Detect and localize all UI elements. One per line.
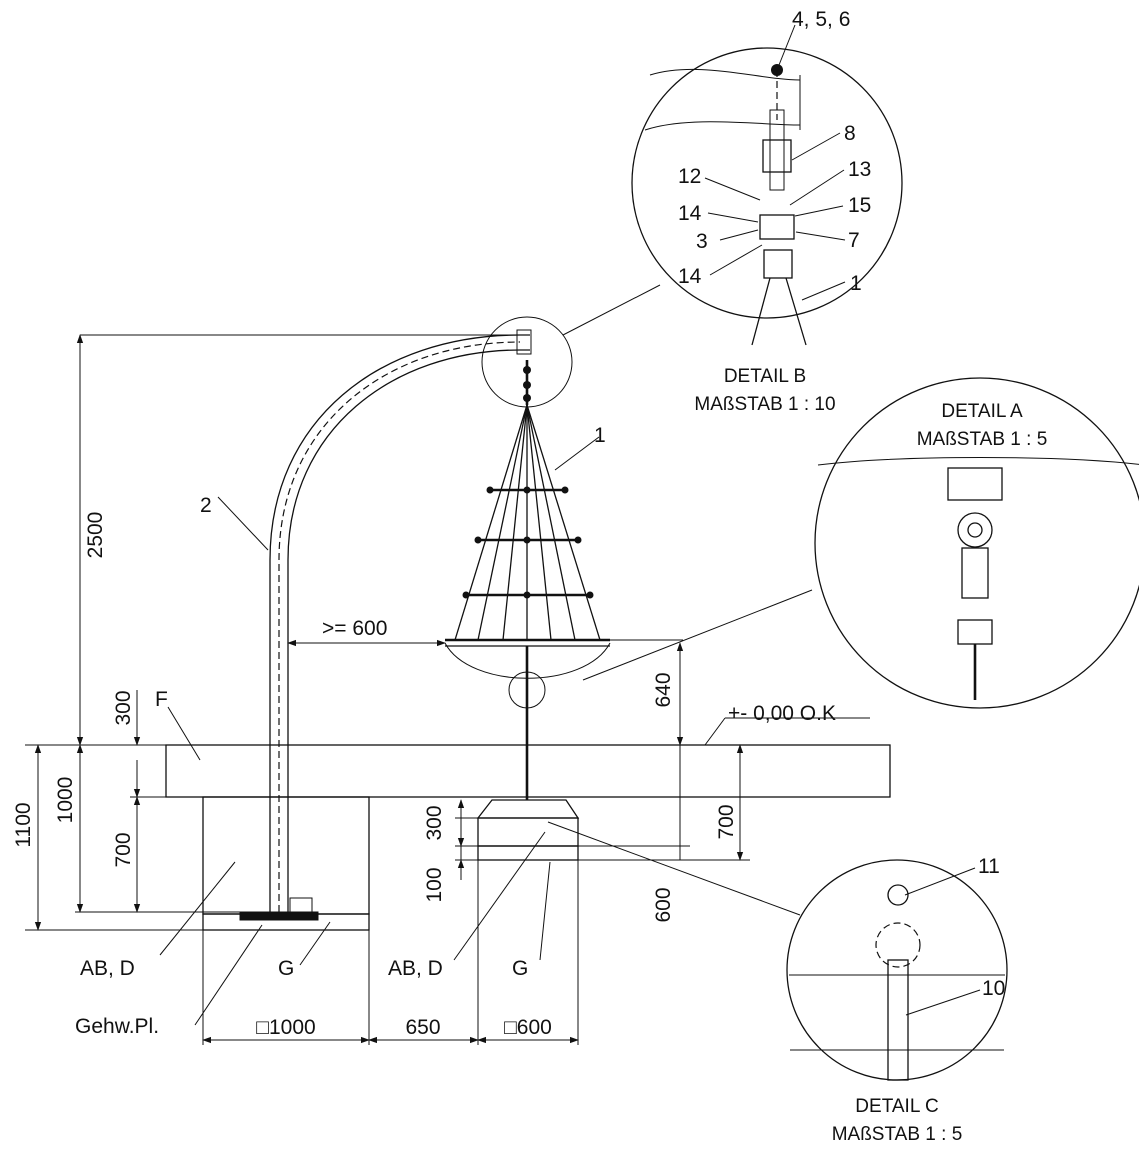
callout-13: 13: [848, 158, 871, 181]
right-foundation: [476, 799, 580, 861]
detail-b-view: [481, 47, 903, 408]
label-g-right: G: [512, 957, 528, 980]
callout-11: 11: [978, 855, 1000, 878]
callout-1: 1: [594, 424, 606, 447]
callout-2: 2: [200, 494, 212, 517]
callout-1-detail: 1: [850, 272, 862, 295]
callout-7: 7: [848, 229, 860, 252]
detail-c-scale: MAßSTAB 1 : 5: [832, 1124, 963, 1145]
dim-700-left: 700: [112, 832, 135, 867]
dim-640: 640: [652, 672, 675, 707]
label-ab-d-right: AB, D: [388, 957, 443, 980]
label-F: F: [155, 688, 168, 711]
dim-100: 100: [423, 867, 446, 902]
callout-15: 15: [848, 194, 871, 217]
dim-1100: 1100: [12, 802, 35, 847]
label-ab-d-left: AB, D: [80, 957, 135, 980]
dim-300-right: 300: [423, 805, 446, 840]
callout-12: 12: [678, 165, 701, 188]
detail-b-title: DETAIL B: [724, 366, 806, 387]
callout-14-lower: 14: [678, 265, 702, 288]
post-arm: [269, 329, 532, 912]
callout-leaders: [159, 24, 981, 1026]
level-reference: +- 0,00 O.K: [728, 702, 836, 725]
label-gehwegplatte: Gehw.Pl.: [75, 1015, 159, 1038]
detail-c-view: [547, 821, 1008, 1081]
detail-b-scale: MAßSTAB 1 : 10: [694, 394, 835, 415]
dim-width-650: 650: [405, 1016, 440, 1039]
callout-10: 10: [982, 977, 1005, 1000]
detail-a-scale: MAßSTAB 1 : 5: [917, 429, 1048, 450]
net-cone: [444, 360, 611, 800]
callout-8: 8: [844, 122, 856, 145]
detail-c-title: DETAIL C: [855, 1096, 938, 1117]
label-g-left: G: [278, 957, 294, 980]
dimension-lines: [25, 334, 870, 1045]
detail-a-title: DETAIL A: [941, 401, 1023, 422]
left-foundation: [202, 796, 370, 931]
dim-width-1000: □1000: [256, 1016, 315, 1039]
callout-14-upper: 14: [678, 202, 702, 225]
detail-a-view: [582, 377, 1139, 709]
dim-clearance-600: >= 600: [322, 617, 387, 640]
dim-700-right: 700: [715, 804, 738, 839]
dim-width-600: □600: [504, 1016, 552, 1039]
dim-2500: 2500: [84, 512, 107, 559]
dim-600: 600: [652, 887, 675, 922]
dim-300-left: 300: [112, 690, 135, 725]
dim-1000: 1000: [54, 777, 77, 824]
callout-3: 3: [696, 230, 708, 253]
callout-4-5-6: 4, 5, 6: [792, 8, 850, 31]
